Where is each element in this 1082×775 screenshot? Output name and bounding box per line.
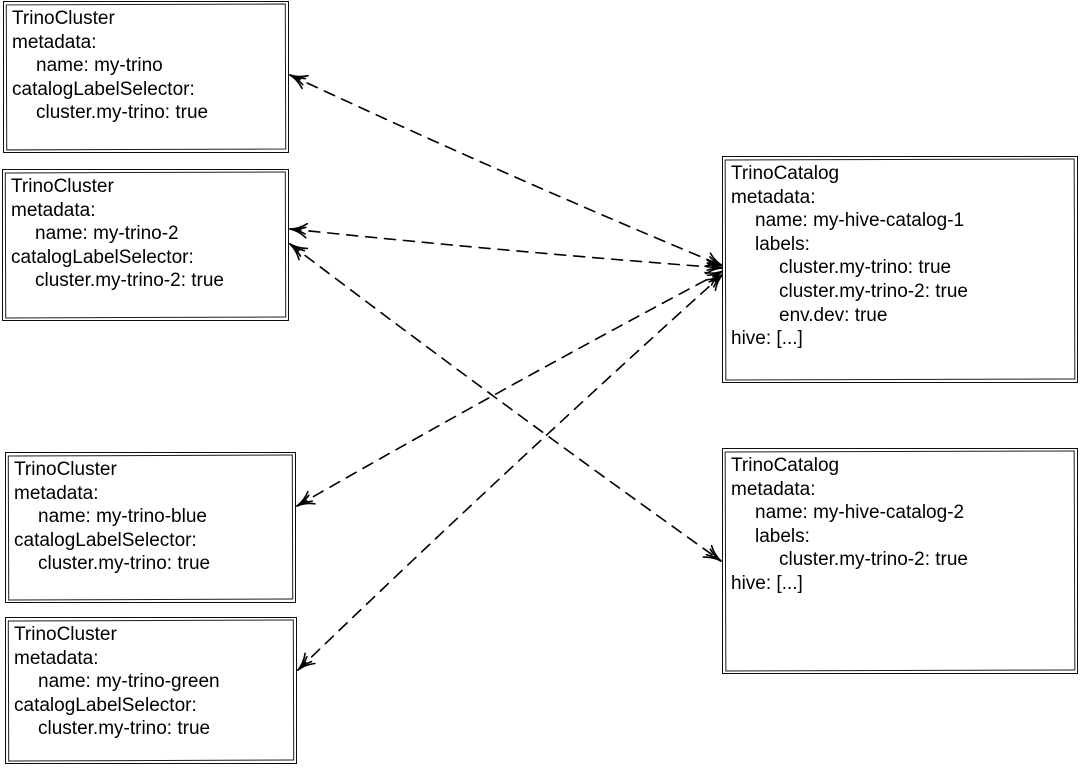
node-text-line: name: my-trino-2 <box>35 223 179 245</box>
node-text-line: catalogLabelSelector: <box>14 529 197 551</box>
connection-trino-cluster-my-trino-green--trino-catalog-my-hive-catalog-1 <box>297 273 724 671</box>
node-trinocatalog-my-hive-catalog-1: TrinoCatalog metadata: name: my-hive-cat… <box>722 156 1078 383</box>
node-text-line: hive: [...] <box>731 572 803 594</box>
node-text-line: cluster.my-trino: true <box>36 102 209 124</box>
node-text-line: metadata: <box>14 647 99 669</box>
node-text-line: cluster.my-trino-2: true <box>35 270 224 292</box>
connection-trino-cluster-my-trino-2--trino-catalog-my-hive-catalog-2 <box>289 243 722 562</box>
node-text-line: labels: <box>755 525 810 547</box>
node-kind-label: TrinoCatalog <box>731 163 840 184</box>
node-text-line: metadata: <box>14 482 99 504</box>
node-kind-label: TrinoCatalog <box>731 455 840 476</box>
node-text-line: hive: [...] <box>731 328 803 350</box>
connection-trino-cluster-my-trino--trino-catalog-my-hive-catalog-1 <box>289 74 724 267</box>
node-trinocluster-my-trino-blue: TrinoCluster metadata: name: my-trino-bl… <box>5 452 296 603</box>
node-trinocluster-my-trino: TrinoCluster metadata: name: my-trino ca… <box>3 1 289 153</box>
node-text-line: cluster.my-trino-2: true <box>779 280 968 302</box>
node-kind-label: TrinoCluster <box>12 8 115 29</box>
node-trinocluster-my-trino-2: TrinoCluster metadata: name: my-trino-2 … <box>2 169 289 321</box>
connection-trino-cluster-my-trino-2--trino-catalog-my-hive-catalog-1 <box>289 222 724 275</box>
node-text-line: metadata: <box>731 478 816 500</box>
node-text-line: cluster.my-trino-2: true <box>779 549 968 571</box>
node-text-line: catalogLabelSelector: <box>14 694 197 716</box>
node-text-line: cluster.my-trino: true <box>38 553 211 575</box>
node-text-line: name: my-hive-catalog-2 <box>755 502 965 524</box>
connection-trino-cluster-my-trino-blue--trino-catalog-my-hive-catalog-1 <box>296 270 724 507</box>
node-kind-label: TrinoCluster <box>14 624 117 645</box>
node-text-line: cluster.my-trino: true <box>779 257 952 279</box>
node-trinocatalog-my-hive-catalog-2: TrinoCatalog metadata: name: my-hive-cat… <box>722 448 1078 674</box>
node-text-line: metadata: <box>12 31 97 53</box>
node-text-line: name: my-trino <box>36 55 163 77</box>
node-text-line: metadata: <box>731 186 816 208</box>
node-text-line: name: my-trino-blue <box>38 506 207 528</box>
node-text-line: env.dev: true <box>779 304 888 326</box>
node-text-line: catalogLabelSelector: <box>11 246 194 268</box>
node-text-line: metadata: <box>11 199 96 221</box>
node-text-line: name: my-trino-green <box>38 671 220 693</box>
node-kind-label: TrinoCluster <box>11 176 114 197</box>
node-text-line: name: my-hive-catalog-1 <box>755 210 965 232</box>
node-trinocluster-my-trino-green: TrinoCluster metadata: name: my-trino-gr… <box>5 617 297 764</box>
node-text-line: catalogLabelSelector: <box>12 78 195 100</box>
node-text-line: cluster.my-trino: true <box>38 718 211 740</box>
node-text-line: labels: <box>755 233 810 255</box>
node-kind-label: TrinoCluster <box>14 459 117 480</box>
